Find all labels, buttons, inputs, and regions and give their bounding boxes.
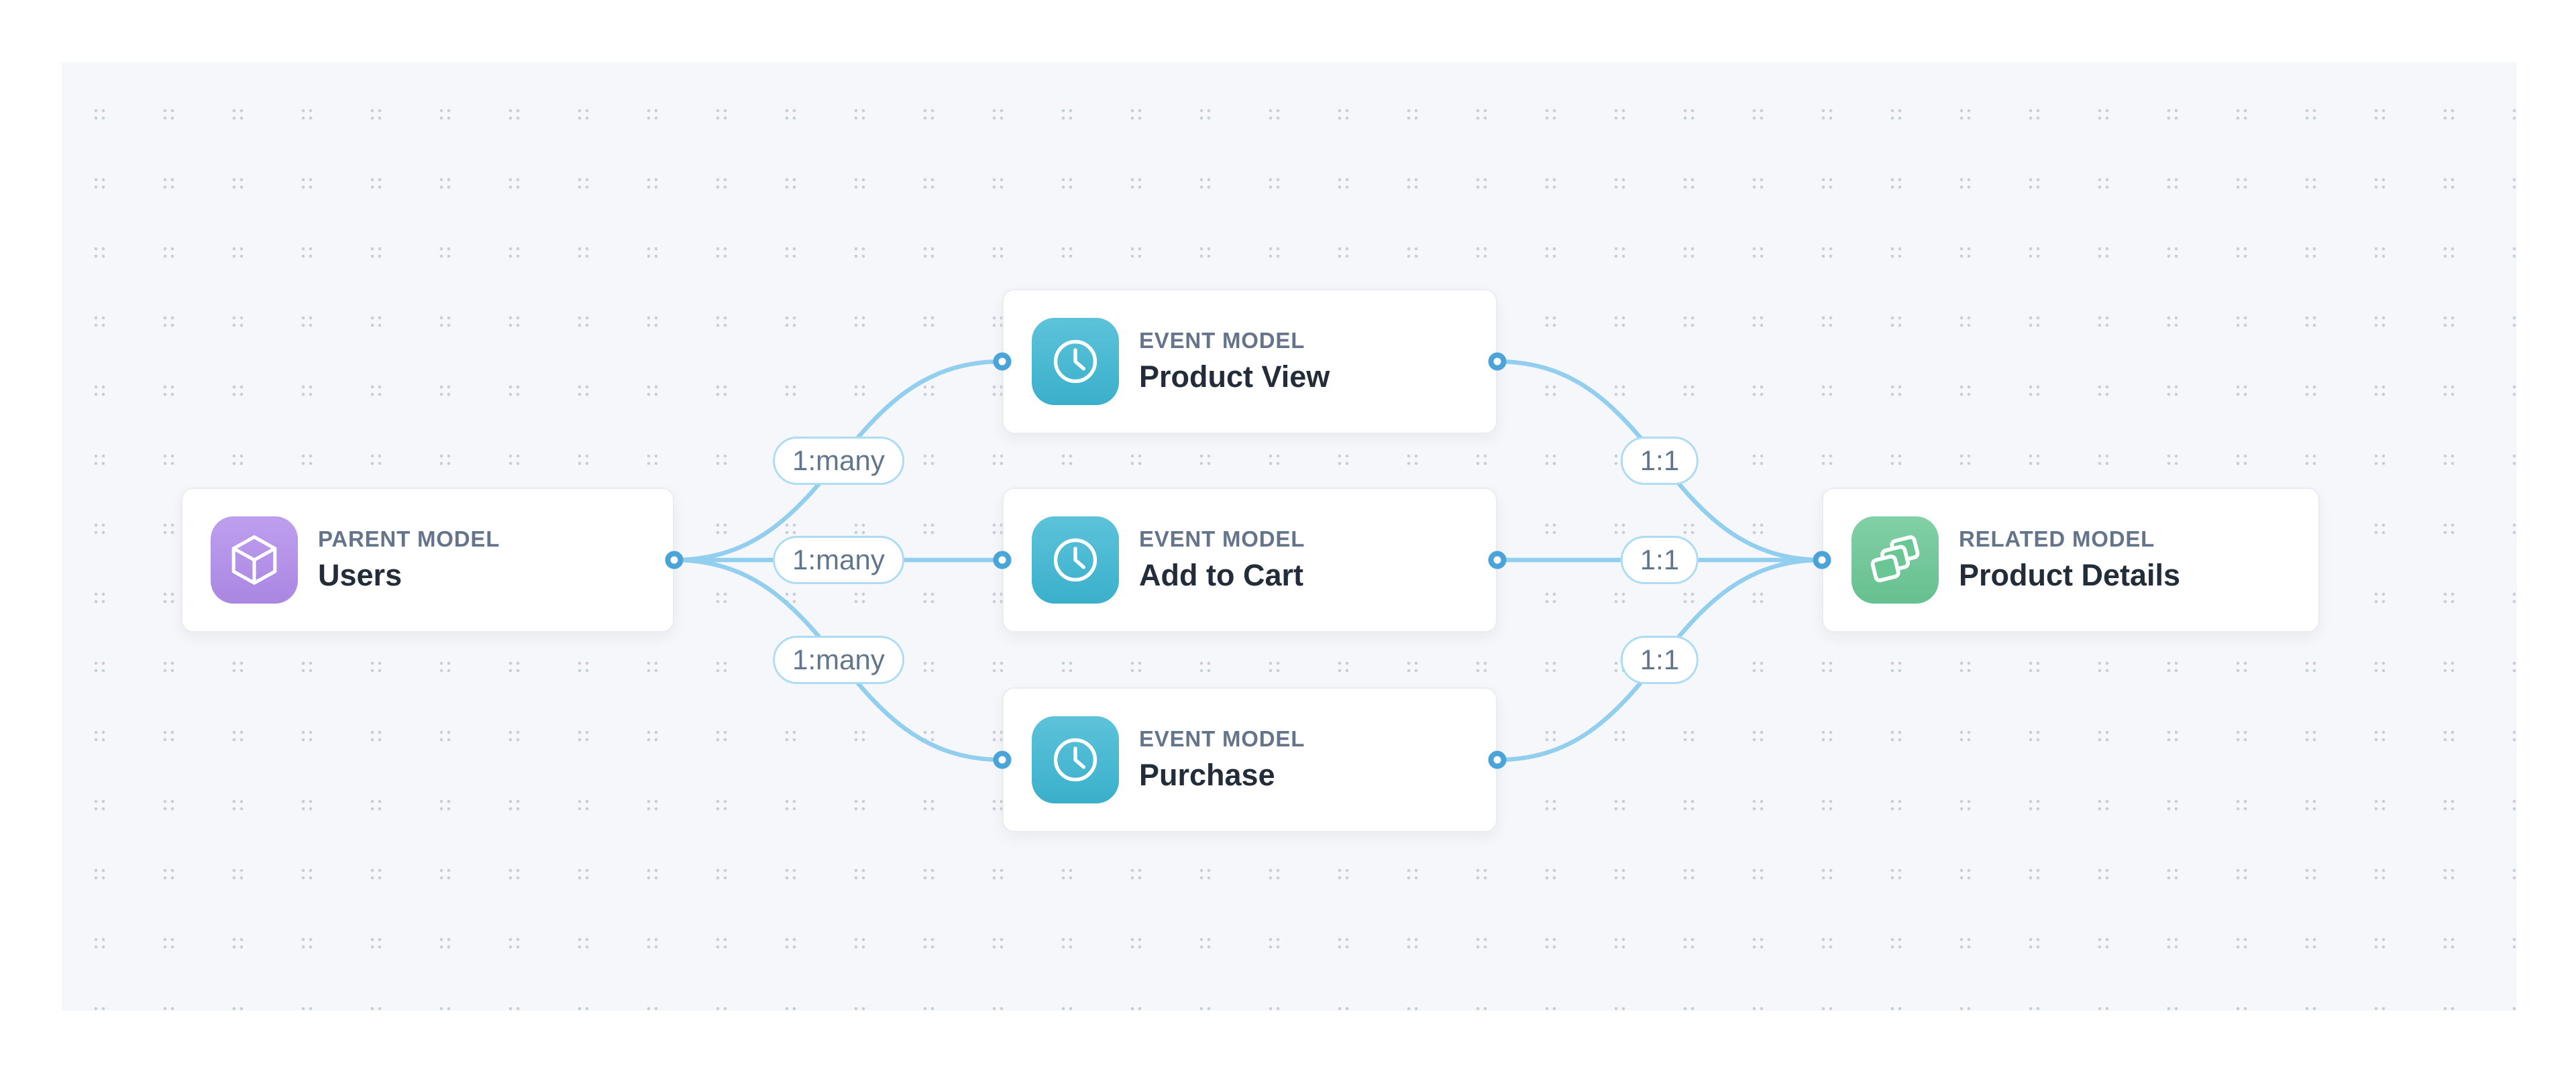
node-name: Add to Cart [1139, 558, 1303, 593]
cube-icon [211, 516, 298, 604]
node-name: Product View [1139, 359, 1330, 394]
node-type-label: PARENT MODEL [318, 526, 500, 551]
edge-label-users-add-to-cart[interactable]: 1:many [773, 536, 904, 584]
clock-icon [1032, 318, 1119, 405]
edge-label-users-purchase[interactable]: 1:many [773, 636, 904, 684]
node-type-label: EVENT MODEL [1139, 526, 1305, 551]
edge-label-users-product-view[interactable]: 1:many [773, 437, 904, 485]
clock-icon [1032, 716, 1119, 803]
node-type-label: EVENT MODEL [1139, 726, 1305, 751]
handle-add-to-cart-source[interactable] [1488, 551, 1507, 569]
handle-add-to-cart-target[interactable] [993, 551, 1012, 569]
handle-related-target[interactable] [1813, 551, 1831, 569]
clock-icon [1032, 516, 1119, 604]
layers-icon [1851, 516, 1939, 604]
node-name: Product Details [1959, 558, 2181, 593]
handle-product-view-source[interactable] [1488, 352, 1507, 371]
node-type-label: RELATED MODEL [1959, 526, 2155, 551]
node-name: Users [318, 558, 402, 593]
handle-purchase-target[interactable] [993, 750, 1012, 769]
node-event-purchase[interactable]: EVENT MODEL Purchase [1002, 687, 1497, 832]
node-event-product-view[interactable]: EVENT MODEL Product View [1002, 289, 1497, 434]
node-name: Purchase [1139, 758, 1275, 793]
node-type-label: EVENT MODEL [1139, 327, 1305, 353]
handle-product-view-target[interactable] [993, 352, 1012, 371]
edge-label-add-to-cart-related[interactable]: 1:1 [1620, 536, 1699, 584]
node-related-product-details[interactable]: RELATED MODEL Product Details [1822, 488, 2320, 632]
handle-users-source[interactable] [665, 551, 684, 569]
handle-purchase-source[interactable] [1488, 750, 1507, 769]
edge-label-product-view-related[interactable]: 1:1 [1620, 437, 1699, 485]
node-parent-users[interactable]: PARENT MODEL Users [181, 488, 674, 632]
edge-label-purchase-related[interactable]: 1:1 [1620, 636, 1699, 684]
node-event-add-to-cart[interactable]: EVENT MODEL Add to Cart [1002, 488, 1497, 632]
